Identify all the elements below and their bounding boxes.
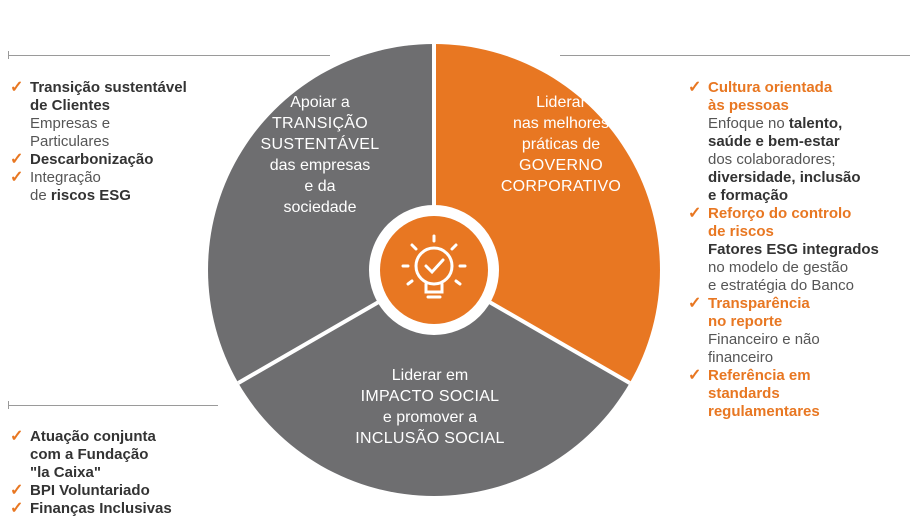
impacto-list: ✓ Atuação conjunta com a Fundação "la Ca… <box>10 428 210 518</box>
seg-bottom-line: e promover a <box>382 409 478 426</box>
list-item-title: com a Fundação <box>30 446 149 463</box>
list-item-title: Cultura orientada <box>708 79 833 96</box>
check-icon: ✓ <box>688 367 702 384</box>
list-item-bold: saúde e bem-estar <box>708 133 840 150</box>
list-item-title: Finanças Inclusivas <box>30 500 172 517</box>
list-item-title: regulamentares <box>708 403 820 420</box>
list-item-text: Integração <box>30 169 101 186</box>
list-item-title: Transição sustentável <box>30 79 187 96</box>
list-item-title: de Clientes <box>30 97 111 114</box>
top-left-rule-tick <box>8 51 9 59</box>
seg-left-line: Apoiar a <box>290 94 350 111</box>
segment-governo-text: Liderar nas melhores práticas de GOVERNO… <box>466 92 656 197</box>
list-item: ✓ Transparência no reporte Financeiro e … <box>688 295 914 367</box>
check-icon: ✓ <box>10 151 24 168</box>
list-item-title: às pessoas <box>708 97 789 114</box>
list-item-bold: talento, <box>788 115 843 132</box>
list-item-bold: diversidade, inclusão <box>708 169 861 186</box>
check-icon: ✓ <box>688 295 702 312</box>
list-item-title: de riscos <box>708 223 774 240</box>
seg-left-line: SUSTENTÁVEL <box>260 136 380 153</box>
list-item: ✓ Referência em standards regulamentares <box>688 367 914 421</box>
check-icon: ✓ <box>10 428 24 445</box>
list-item-title: Atuação conjunta <box>30 428 156 445</box>
list-item-title: "la Caixa" <box>30 464 101 481</box>
seg-right-line: práticas de <box>521 136 601 153</box>
list-item: ✓ Atuação conjunta com a Fundação "la Ca… <box>10 428 210 482</box>
list-item: ✓ Transição sustentável de Clientes Empr… <box>10 79 220 151</box>
list-item-title: standards <box>708 385 780 402</box>
bottom-left-rule-tick <box>8 401 9 409</box>
list-item-title: Descarbonização <box>30 151 154 168</box>
top-left-rule <box>8 55 330 56</box>
list-item-title: Transparência <box>708 295 810 312</box>
list-item-title: no reporte <box>708 313 783 330</box>
list-item-text: dos colaboradores; <box>708 151 836 168</box>
list-item-text: e estratégia do Banco <box>708 277 854 294</box>
list-item-text: Financeiro e não <box>708 331 820 348</box>
seg-right-line: nas melhores <box>512 115 610 132</box>
check-icon: ✓ <box>10 79 24 96</box>
list-item: ✓ Reforço do controlo de riscos Fatores … <box>688 205 914 295</box>
seg-left-line: TRANSIÇÃO <box>271 115 369 132</box>
list-item: ✓ Finanças Inclusivas <box>10 500 210 518</box>
seg-right-line: CORPORATIVO <box>500 178 622 195</box>
list-item-text: Enfoque no <box>708 115 789 132</box>
seg-left-line: e da <box>304 178 336 195</box>
check-icon: ✓ <box>688 205 702 222</box>
list-item-text: Particulares <box>30 133 110 150</box>
seg-left-line: das empresas <box>269 157 371 174</box>
seg-bottom-line: IMPACTO SOCIAL <box>360 388 500 405</box>
lightbulb-check-icon <box>401 234 467 299</box>
check-icon: ✓ <box>10 169 24 186</box>
list-item-bold: Fatores ESG integrados <box>708 241 879 258</box>
list-item-title: Reforço do controlo <box>708 205 852 222</box>
check-icon: ✓ <box>10 482 24 499</box>
check-icon: ✓ <box>10 500 24 517</box>
segment-impacto <box>238 270 630 496</box>
list-item-bold: e formação <box>708 187 789 204</box>
transicao-list: ✓ Transição sustentável de Clientes Empr… <box>10 79 220 205</box>
list-item-text: Empresas e <box>30 115 111 132</box>
segment-transicao-text: Apoiar a TRANSIÇÃO SUSTENTÁVEL das empre… <box>240 92 400 218</box>
seg-right-line: GOVERNO <box>519 157 603 174</box>
segment-impacto-text: Liderar em IMPACTO SOCIAL e promover a I… <box>330 365 530 449</box>
seg-bottom-line: INCLUSÃO SOCIAL <box>355 430 505 447</box>
top-right-rule <box>560 55 910 56</box>
check-icon: ✓ <box>688 79 702 96</box>
list-item-title: Referência em <box>708 367 811 384</box>
list-item: ✓ Integração de riscos ESG <box>10 169 220 205</box>
seg-left-line: sociedade <box>283 199 357 216</box>
governo-list: ✓ Cultura orientada às pessoas Enfoque n… <box>688 79 914 421</box>
list-item-text: no modelo de gestão <box>708 259 849 276</box>
bottom-left-rule <box>8 405 218 406</box>
list-item: ✓ BPI Voluntariado <box>10 482 210 500</box>
list-item-text: financeiro <box>708 349 774 366</box>
list-item-title: BPI Voluntariado <box>30 482 150 499</box>
list-item: ✓ Descarbonização <box>10 151 220 169</box>
list-item: ✓ Cultura orientada às pessoas Enfoque n… <box>688 79 914 205</box>
list-item-text: de <box>30 187 51 204</box>
list-item-bold: riscos ESG <box>50 187 131 204</box>
seg-right-line: Liderar <box>536 94 586 111</box>
seg-bottom-line: Liderar em <box>391 367 469 384</box>
